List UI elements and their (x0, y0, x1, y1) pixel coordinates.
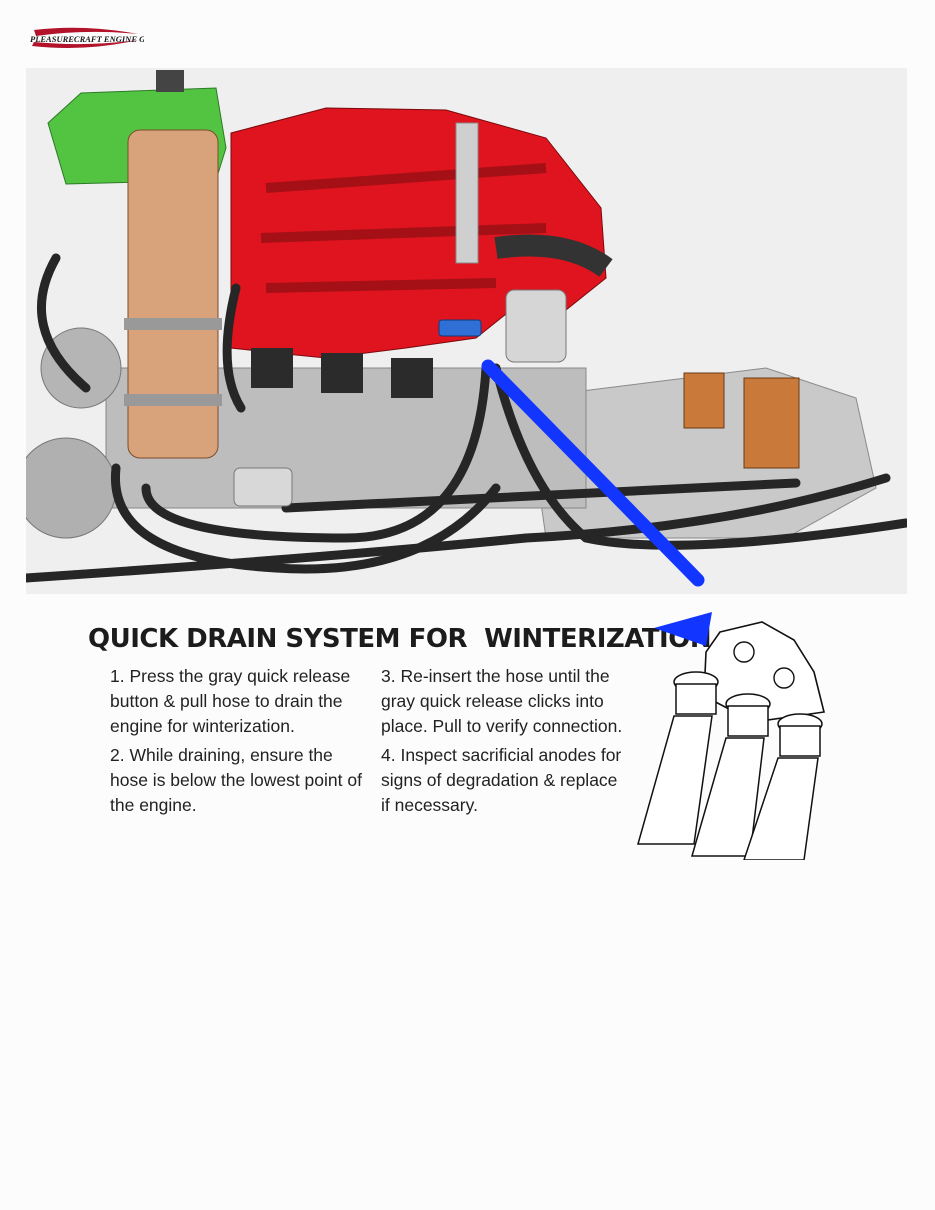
step-1: 1. Press the gray quick release button &… (110, 666, 351, 736)
step-4: 4. Inspect sacrificial anodes for signs … (381, 745, 622, 815)
steps-left-column: 1. Press the gray quick release button &… (110, 664, 365, 822)
engine-illustration (15, 68, 911, 594)
brand-logo: PLEASURECRAFT ENGINE GROUP (26, 26, 144, 50)
step-3: 3. Re-insert the hose until the gray qui… (381, 666, 623, 736)
quick-drain-illustration (634, 612, 856, 861)
step-2: 2. While draining, ensure the hose is be… (110, 745, 362, 815)
steps-right-column: 3. Re-insert the hose until the gray qui… (381, 664, 631, 822)
svg-text:PLEASURECRAFT ENGINE GROUP: PLEASURECRAFT ENGINE GROUP (30, 34, 144, 44)
page-title: QUICK DRAIN SYSTEM FOR WINTERIZATION (88, 624, 712, 654)
